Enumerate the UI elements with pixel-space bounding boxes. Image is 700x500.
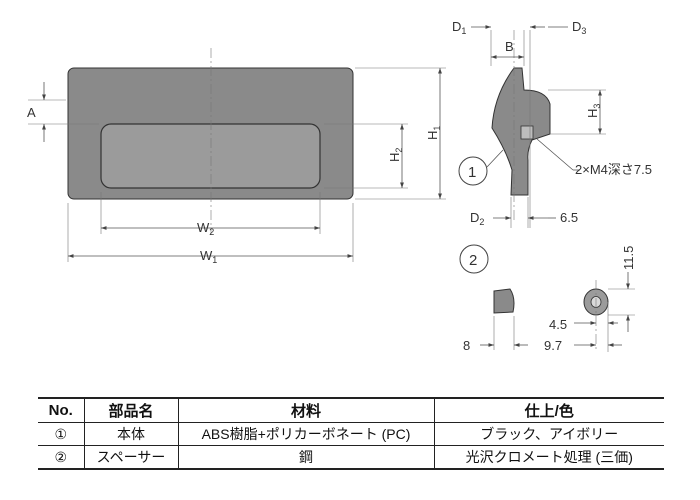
b-label: B xyxy=(505,39,514,54)
d3-label: D3 xyxy=(572,19,586,36)
cell-material: 鋼 xyxy=(177,445,435,470)
cell-part-name: スペーサー xyxy=(83,445,179,470)
d2-label: D2 xyxy=(470,210,484,227)
technical-drawing: W1 W2 H1 H2 A D1 D3 B xyxy=(27,19,652,353)
tap-leader xyxy=(536,138,574,171)
h1-label: H1 xyxy=(425,126,442,140)
table-header-row: No. 部品名 材料 仕上/色 xyxy=(38,397,664,423)
tap-label: 2×M4深さ7.5 xyxy=(575,162,652,177)
callout-1-circle xyxy=(458,156,488,186)
header-part-name: 部品名 xyxy=(83,397,179,423)
spacer-45-label: 4.5 xyxy=(549,317,567,332)
cell-part-name: 本体 xyxy=(83,422,179,446)
front-view: W1 W2 H1 H2 A xyxy=(27,48,446,265)
cell-finish: 光沢クロメート処理 (三価) xyxy=(433,445,664,470)
header-finish: 仕上/色 xyxy=(433,397,664,423)
spacer-side-shape xyxy=(493,288,515,314)
cell-no: ① xyxy=(38,422,85,446)
handle-grip-recess xyxy=(100,123,321,189)
spacer-8-label: 8 xyxy=(463,338,470,353)
a-label: A xyxy=(27,105,36,120)
cell-finish: ブラック、アイボリー xyxy=(433,422,664,446)
side-65-label: 6.5 xyxy=(560,210,578,225)
h3-label: H3 xyxy=(585,104,602,118)
spacer-97-label: 9.7 xyxy=(544,338,562,353)
header-material: 材料 xyxy=(177,397,435,423)
spacer-insert xyxy=(520,125,534,140)
callout-1-label: 1 xyxy=(468,164,476,181)
h2-label: H2 xyxy=(387,148,404,162)
side-view: D1 D3 B H3 2×M4深さ7.5 D2 6.5 1 xyxy=(452,19,652,228)
cell-material: ABS樹脂+ポリカーボネート (PC) xyxy=(177,422,435,446)
w2-label: W2 xyxy=(197,220,214,237)
cell-no: ② xyxy=(38,445,85,470)
d1-label: D1 xyxy=(452,19,466,36)
spacer-115-label: 11.5 xyxy=(621,246,636,270)
w1-label: W1 xyxy=(200,248,217,265)
table-row: ① 本体 ABS樹脂+ポリカーボネート (PC) ブラック、アイボリー xyxy=(38,422,664,446)
spacer-views: 2 8 11.5 4.5 9.7 xyxy=(459,244,636,353)
table-row: ② スペーサー 鋼 光沢クロメート処理 (三価) xyxy=(38,445,664,470)
callout-2-label: 2 xyxy=(469,252,477,269)
header-no: No. xyxy=(38,397,85,423)
callout-2-circle xyxy=(459,244,489,274)
parts-table: No. 部品名 材料 仕上/色 ① 本体 ABS樹脂+ポリカーボネート (PC)… xyxy=(38,397,664,470)
